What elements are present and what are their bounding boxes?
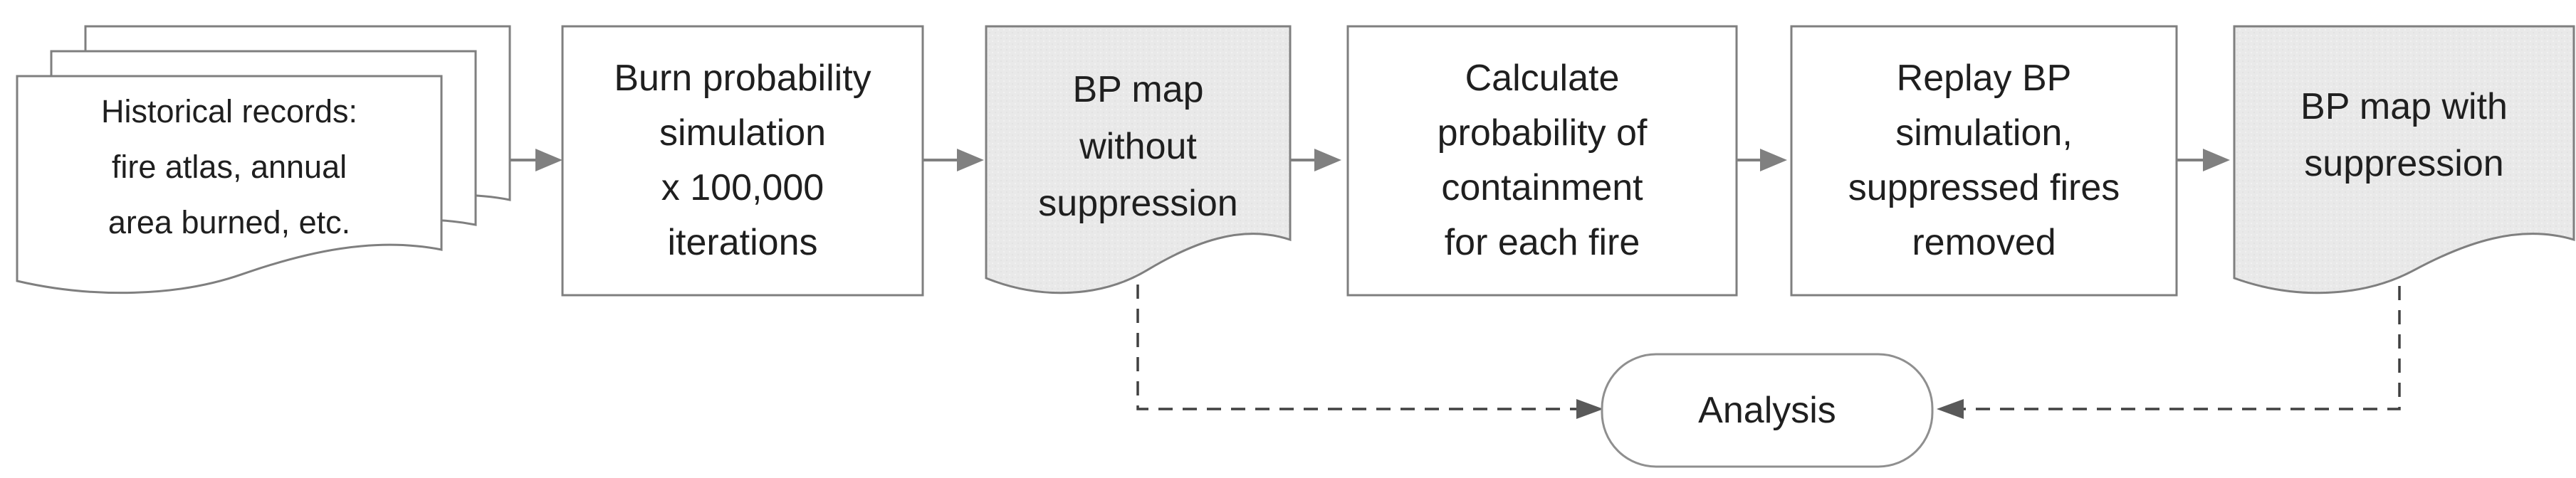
- arrowhead-icon: [1576, 399, 1603, 419]
- dashed-connector-bp-with-to-analysis: [1937, 286, 2401, 419]
- process-box-calculate-containment: [1346, 25, 1738, 297]
- arrowhead-icon: [2203, 149, 2230, 171]
- arrowhead-icon: [1314, 149, 1341, 171]
- arrow-burn-to-bp-without: [923, 149, 984, 171]
- document-front-page: [16, 75, 443, 294]
- dashed-connector-bp-without-to-analysis: [1136, 285, 1603, 419]
- terminator-analysis: [1601, 353, 1934, 468]
- arrowhead-icon: [1937, 399, 1964, 419]
- arrow-replay-to-bp-with: [2177, 149, 2230, 171]
- document-bp-map-with-suppression: [2233, 25, 2575, 294]
- document-bp-map-without-suppression: [985, 25, 1292, 294]
- arrowhead-icon: [535, 149, 562, 171]
- multi-document-historical-records: [16, 25, 511, 294]
- arrow-calculate-to-replay: [1737, 149, 1787, 171]
- process-box-burn-simulation: [561, 25, 924, 297]
- arrow-bp-without-to-calculate: [1290, 149, 1341, 171]
- process-box-replay-simulation: [1790, 25, 2178, 297]
- arrow-historical-to-burn: [510, 149, 562, 171]
- arrowhead-icon: [1760, 149, 1787, 171]
- arrowhead-icon: [957, 149, 984, 171]
